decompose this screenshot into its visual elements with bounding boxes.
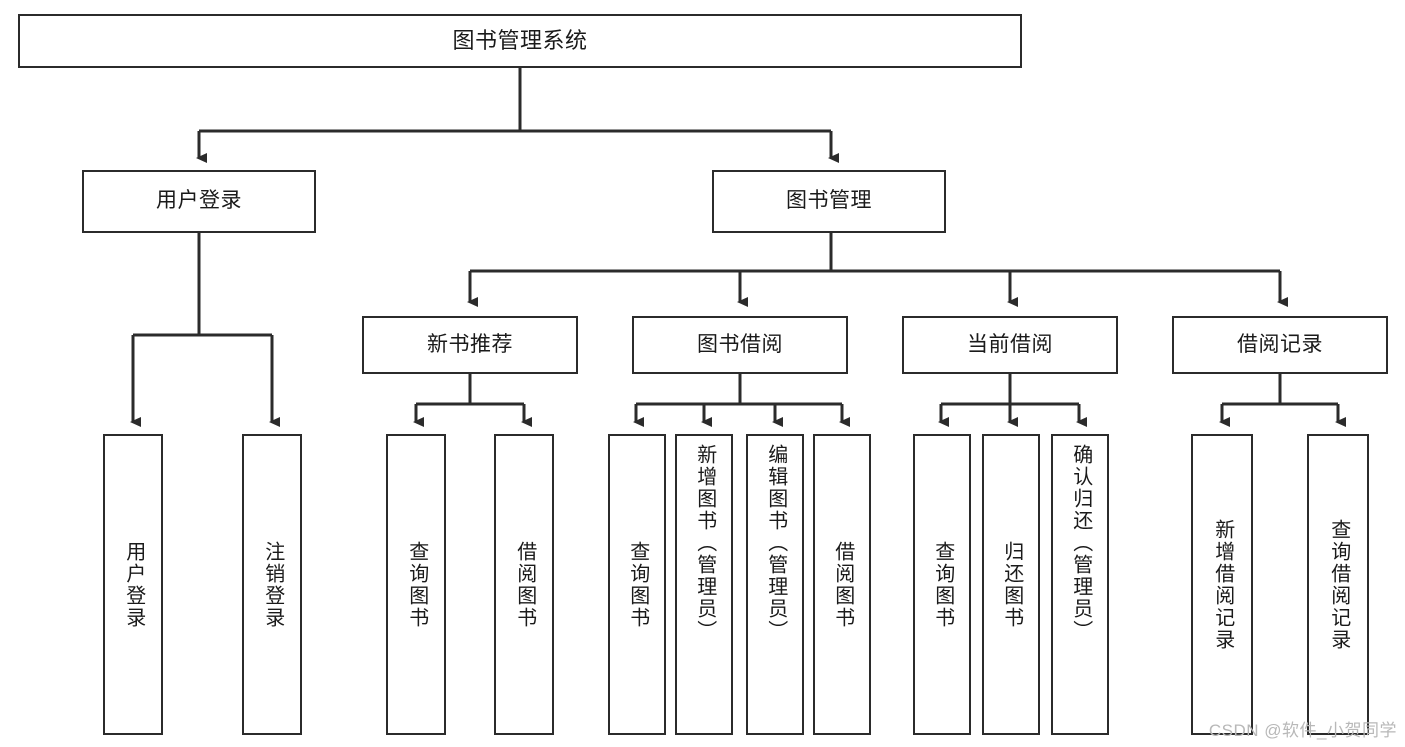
node-label: 查询图书 (405, 540, 428, 629)
node-book-borrow[interactable]: 图书借阅 (632, 316, 848, 374)
node-new-book-recommend[interactable]: 新书推荐 (362, 316, 578, 374)
node-label: 新增借阅记录 (1211, 518, 1234, 651)
node-label: 图书借阅 (697, 332, 783, 356)
leaf-query-book-borrow[interactable]: 查询图书 (608, 434, 666, 735)
node-label: 确认归还（管理员） (1069, 444, 1092, 642)
node-label: 借阅图书 (513, 540, 536, 629)
node-label: 借阅记录 (1237, 332, 1323, 356)
leaf-user-login[interactable]: 用户登录 (103, 434, 163, 735)
node-label: 查询图书 (931, 540, 954, 629)
node-label: 借阅图书 (831, 540, 854, 629)
node-label: 新增图书（管理员） (693, 444, 716, 642)
node-label: 图书管理系统 (452, 28, 588, 54)
leaf-edit-book-admin[interactable]: 编辑图书（管理员） (746, 434, 804, 735)
node-label: 新书推荐 (427, 332, 513, 356)
leaf-confirm-return-admin[interactable]: 确认归还（管理员） (1051, 434, 1109, 735)
watermark-text: CSDN @软件_小贺同学 (1208, 721, 1397, 740)
node-root-book-management-system[interactable]: 图书管理系统 (18, 14, 1022, 68)
node-label: 注销登录 (261, 540, 284, 629)
node-user-login[interactable]: 用户登录 (82, 170, 316, 233)
node-label: 查询借阅记录 (1327, 518, 1350, 651)
leaf-return-book[interactable]: 归还图书 (982, 434, 1040, 735)
leaf-borrow-book[interactable]: 借阅图书 (813, 434, 871, 735)
node-label: 用户登录 (122, 540, 145, 629)
node-book-management[interactable]: 图书管理 (712, 170, 946, 233)
leaf-query-book-recommend[interactable]: 查询图书 (386, 434, 446, 735)
node-borrow-record[interactable]: 借阅记录 (1172, 316, 1388, 374)
node-label: 编辑图书（管理员） (764, 444, 787, 642)
leaf-query-borrow-record[interactable]: 查询借阅记录 (1307, 434, 1369, 735)
node-label: 查询图书 (626, 540, 649, 629)
node-label: 图书管理 (786, 189, 872, 213)
leaf-add-book-admin[interactable]: 新增图书（管理员） (675, 434, 733, 735)
node-label: 当前借阅 (967, 332, 1053, 356)
leaf-user-logout[interactable]: 注销登录 (242, 434, 302, 735)
node-current-borrow[interactable]: 当前借阅 (902, 316, 1118, 374)
node-label: 归还图书 (1000, 540, 1023, 629)
node-label: 用户登录 (156, 189, 242, 213)
leaf-query-book-current[interactable]: 查询图书 (913, 434, 971, 735)
leaf-add-borrow-record[interactable]: 新增借阅记录 (1191, 434, 1253, 735)
leaf-borrow-book-recommend[interactable]: 借阅图书 (494, 434, 554, 735)
